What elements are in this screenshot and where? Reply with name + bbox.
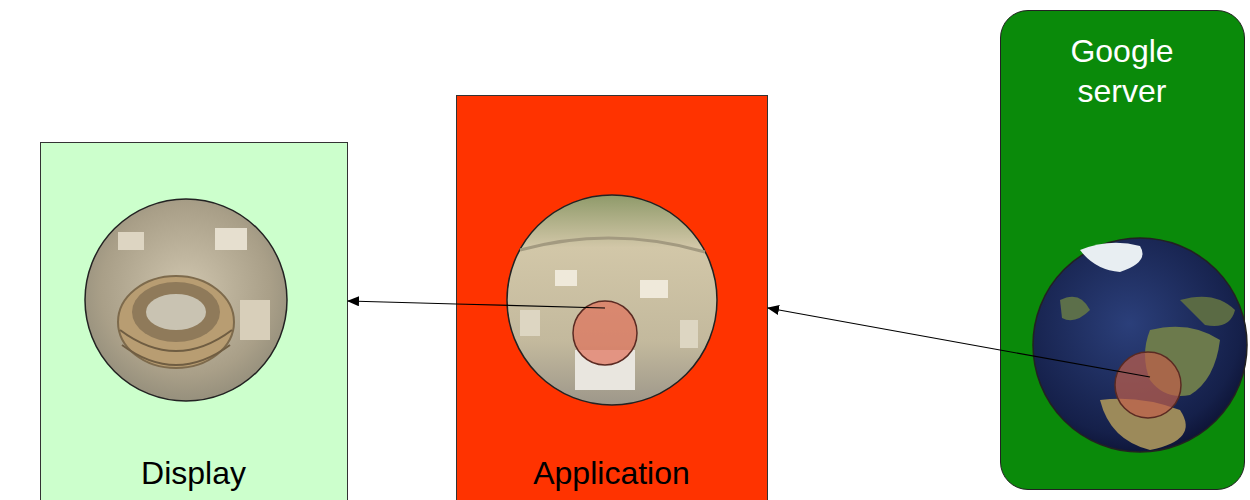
node-label: Google server (1047, 31, 1197, 111)
city-view (507, 195, 717, 405)
leader-line (456, 304, 605, 308)
server-box: Google server (1000, 10, 1245, 490)
node-label: Display (44, 453, 344, 493)
leader-line (1000, 350, 1150, 377)
arrow-connector (348, 301, 456, 304)
arrow-connector (768, 308, 1000, 350)
colosseum-view (85, 199, 287, 401)
application-box: Application (456, 95, 768, 500)
display-box: Display (40, 142, 348, 500)
node-label: Application (462, 453, 762, 493)
globe-view (1033, 238, 1247, 452)
